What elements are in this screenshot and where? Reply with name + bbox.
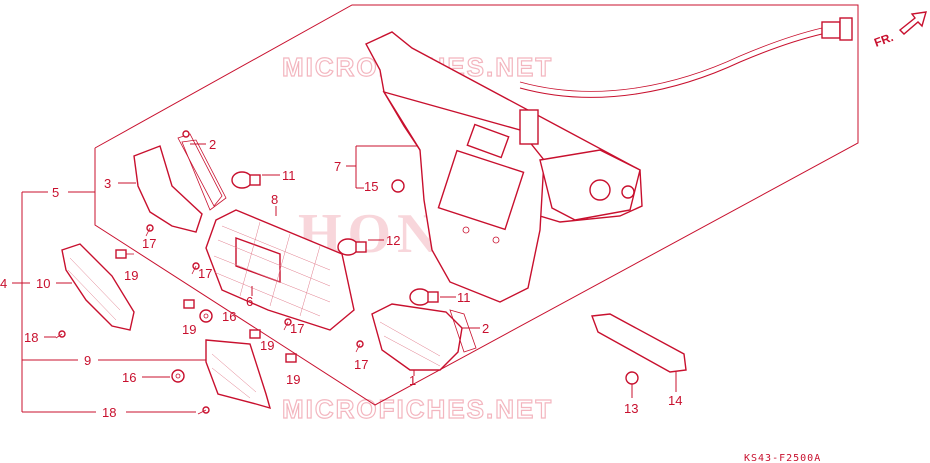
callout-19: 19 — [182, 322, 196, 337]
callout-2: 2 — [209, 137, 216, 152]
fastener-icons — [55, 130, 639, 415]
callout-14: 14 — [668, 393, 682, 408]
diagram-code: KS43-F2500A — [744, 453, 821, 463]
callout-11: 11 — [282, 168, 296, 183]
winker-right — [371, 303, 477, 371]
tail-housing — [365, 31, 643, 303]
callout-17: 17 — [198, 266, 212, 281]
watermark-bottom: MICROFICHES.NET — [282, 394, 553, 424]
callout-18: 18 — [102, 405, 116, 420]
callout-12: 12 — [386, 233, 400, 248]
callout-19: 19 — [260, 338, 274, 353]
callout-1: 1 — [409, 373, 416, 388]
license-stay — [591, 313, 687, 373]
callout-10: 10 — [36, 276, 50, 291]
callout-7: 7 — [334, 159, 341, 174]
callout-6: 6 — [246, 294, 253, 309]
callout-leaders — [118, 143, 677, 398]
front-direction-label: FR. — [872, 30, 895, 50]
front-arrow: FR. — [872, 11, 927, 50]
callout-16: 16 — [122, 370, 136, 385]
callout-17: 17 — [142, 236, 156, 251]
callout-18: 18 — [24, 330, 38, 345]
wire-harness — [519, 17, 853, 98]
callout-19: 19 — [124, 268, 138, 283]
callout-3: 3 — [104, 176, 111, 191]
callout-17: 17 — [354, 357, 368, 372]
assembly-frame — [94, 4, 859, 406]
callout-8: 8 — [271, 192, 278, 207]
callout-17: 17 — [290, 321, 304, 336]
license-light — [205, 339, 272, 410]
callout-15: 15 — [364, 179, 378, 194]
bulb-icon — [231, 171, 439, 306]
callout-19: 19 — [286, 372, 300, 387]
callout-labels: 1 2 2 3 4 5 6 7 8 9 10 11 11 12 13 14 15… — [0, 137, 682, 420]
callout-5: 5 — [52, 185, 59, 200]
tail-light-lens — [205, 209, 355, 331]
callout-4: 4 — [0, 276, 7, 291]
callout-2: 2 — [482, 321, 489, 336]
callout-16: 16 — [222, 309, 236, 324]
callout-9: 9 — [84, 353, 91, 368]
callout-13: 13 — [624, 401, 638, 416]
winker-left-lower — [61, 243, 135, 331]
callout-11: 11 — [457, 290, 471, 305]
leader-brackets — [12, 145, 420, 413]
